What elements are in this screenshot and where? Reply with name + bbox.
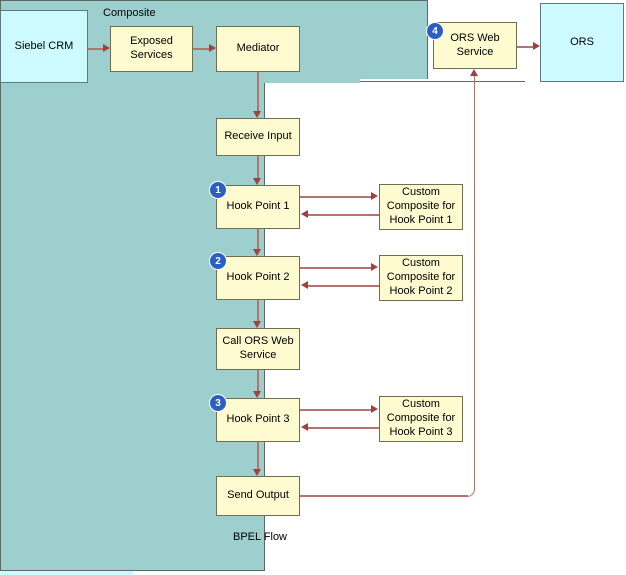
system-siebel-crm[interactable]: Siebel CRM xyxy=(0,10,88,83)
arrowhead-exposed-to-mediator xyxy=(209,44,216,52)
connector-hp2-to-call-ors xyxy=(257,300,259,323)
badge-3: 3 xyxy=(209,394,227,412)
arrowhead-mediator-to-receive xyxy=(253,111,261,118)
composite-seam-patch xyxy=(97,78,360,83)
node-custom-composite-2[interactable]: Custom Composite for Hook Point 2 xyxy=(379,255,463,301)
badge-2: 2 xyxy=(209,252,227,270)
node-hook-point-3[interactable]: Hook Point 3 xyxy=(216,398,300,442)
arrowhead-receive-to-hp1 xyxy=(253,178,261,185)
connector-hp3-to-send-output xyxy=(257,442,259,470)
arrowhead-hp1-to-cc1 xyxy=(371,192,378,200)
composite-corner-edge xyxy=(359,80,525,82)
connector-cc2-to-hp2 xyxy=(308,285,379,287)
connector-hp3-to-cc3 xyxy=(300,409,373,411)
connector-cc3-to-hp3 xyxy=(308,427,379,429)
connector-mediator-to-receive xyxy=(257,72,259,112)
connector-ors-ws-to-ors xyxy=(517,46,535,48)
arrowhead-call-ors-to-hp3 xyxy=(253,391,261,398)
node-receive-input[interactable]: Receive Input xyxy=(216,118,300,156)
node-hook-point-2[interactable]: Hook Point 2 xyxy=(216,256,300,300)
node-hook-point-1[interactable]: Hook Point 1 xyxy=(216,185,300,229)
arrowhead-hp2-to-cc2 xyxy=(371,263,378,271)
node-mediator[interactable]: Mediator xyxy=(216,26,300,72)
arrowhead-send-output-to-ors-ws xyxy=(470,69,478,76)
node-custom-composite-3[interactable]: Custom Composite for Hook Point 3 xyxy=(379,396,463,442)
connector-hp1-to-hp2 xyxy=(257,229,259,251)
arrowhead-hp2-to-call-ors xyxy=(253,321,261,328)
connector-call-ors-to-hp3 xyxy=(257,370,259,392)
connector-send-output-corner xyxy=(466,487,475,497)
connector-receive-to-hp1 xyxy=(257,156,259,180)
node-exposed-services[interactable]: Exposed Services xyxy=(110,26,193,72)
connector-send-output-to-ors-ws-horizontal xyxy=(300,495,468,497)
arrowhead-hp1-to-hp2 xyxy=(253,249,261,256)
connector-cc1-to-hp1 xyxy=(308,214,379,216)
badge-1: 1 xyxy=(209,181,227,199)
connector-siebel-to-exposed xyxy=(88,48,104,50)
connector-exposed-to-mediator xyxy=(193,48,210,50)
node-ors-web-service[interactable]: ORS Web Service xyxy=(433,22,517,69)
arrowhead-cc1-to-hp1 xyxy=(301,210,308,218)
node-send-output[interactable]: Send Output xyxy=(216,476,300,516)
connector-hp2-to-cc2 xyxy=(300,267,373,269)
arrowhead-siebel-to-exposed xyxy=(103,44,110,52)
node-custom-composite-1[interactable]: Custom Composite for Hook Point 1 xyxy=(379,184,463,230)
arrowhead-hp3-to-cc3 xyxy=(371,405,378,413)
system-ors[interactable]: ORS xyxy=(540,3,624,82)
composite-label: Composite xyxy=(103,7,156,19)
arrowhead-ors-ws-to-ors xyxy=(533,42,540,50)
bpel-flow-label: BPEL Flow xyxy=(233,531,288,543)
arrowhead-cc3-to-hp3 xyxy=(301,423,308,431)
connector-send-output-to-ors-ws-vertical xyxy=(473,76,475,488)
bpel-flow-region xyxy=(0,571,133,575)
connector-hp1-to-cc1 xyxy=(300,196,373,198)
badge-4: 4 xyxy=(426,22,444,40)
arrowhead-cc2-to-hp2 xyxy=(301,281,308,289)
arrowhead-hp3-to-send-output xyxy=(253,469,261,476)
node-call-ors-web-service[interactable]: Call ORS Web Service xyxy=(216,328,300,370)
